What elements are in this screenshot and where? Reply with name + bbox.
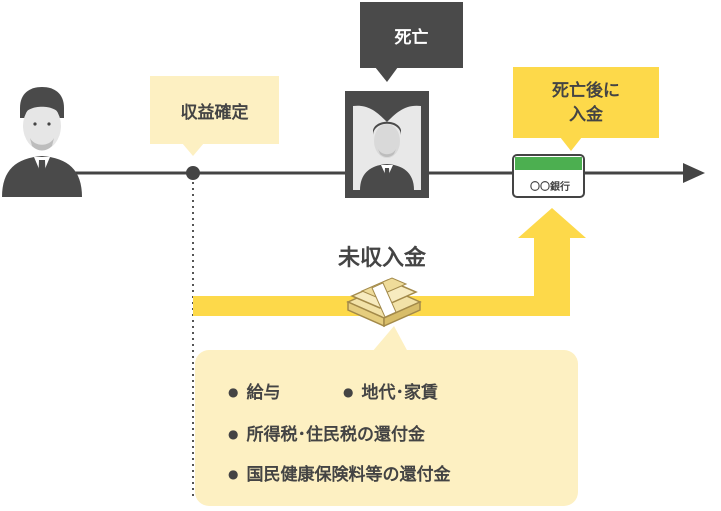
items-bubble bbox=[195, 350, 578, 506]
income-fixed-callout: 収益確定 bbox=[150, 76, 279, 144]
bank-name: 〇〇銀行 bbox=[530, 182, 570, 193]
list-item-insurance-refund: ●国民健康保険料等の還付金 bbox=[228, 465, 451, 485]
death-label-pointer bbox=[375, 67, 398, 82]
death-label-box: 死亡 bbox=[360, 2, 463, 68]
funeral-portrait-icon bbox=[345, 91, 429, 198]
list-item-salary: ●給与 bbox=[228, 383, 281, 403]
list-item-tax-refund: ●所得税･住民税の還付金 bbox=[228, 425, 425, 445]
after-death-label-line2: 入金 bbox=[569, 104, 603, 125]
money-bundle-icon bbox=[346, 277, 422, 328]
person-icon bbox=[2, 87, 82, 197]
death-label: 死亡 bbox=[394, 27, 429, 48]
bullet-icon: ● bbox=[228, 427, 239, 441]
bullet-icon: ● bbox=[343, 385, 354, 399]
items-bubble-pointer bbox=[372, 326, 408, 352]
bullet-icon: ● bbox=[228, 467, 239, 481]
bullet-icon: ● bbox=[228, 385, 239, 399]
yellow-flow-arrow bbox=[193, 208, 586, 316]
bankbook-icon bbox=[512, 154, 585, 198]
after-death-pointer bbox=[560, 137, 582, 151]
after-death-callout: 死亡後に 入金 bbox=[513, 67, 659, 138]
income-fixed-pointer bbox=[182, 143, 204, 156]
timeline-arrowhead bbox=[683, 163, 705, 183]
after-death-label-line1: 死亡後に bbox=[552, 80, 620, 101]
income-fixed-point bbox=[186, 166, 200, 180]
uncollected-heading: 未収入金 bbox=[337, 246, 426, 271]
list-item-rent: ●地代･家賃 bbox=[343, 383, 438, 403]
income-fixed-label: 収益確定 bbox=[180, 102, 249, 123]
